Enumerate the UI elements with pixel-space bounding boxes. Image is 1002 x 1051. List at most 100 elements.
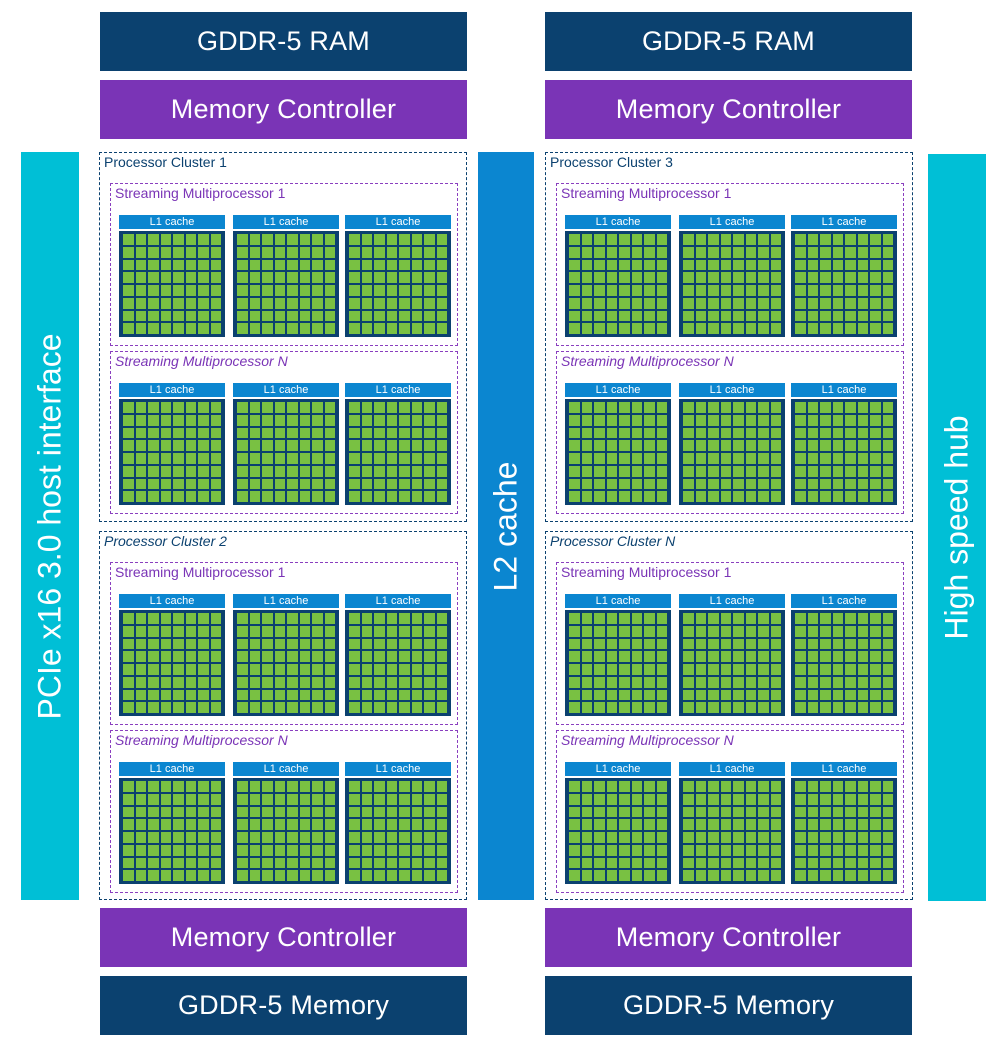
cuda-core	[708, 664, 719, 675]
cuda-core	[135, 465, 146, 477]
cuda-core	[198, 478, 209, 490]
cuda-core	[807, 465, 818, 477]
cuda-core	[845, 246, 856, 258]
cuda-core	[708, 702, 719, 713]
cuda-core	[758, 664, 769, 675]
cuda-core	[606, 402, 617, 413]
cuda-core	[312, 793, 323, 805]
cuda-core	[720, 246, 731, 258]
cuda-core	[845, 478, 856, 490]
cuda-core	[237, 465, 248, 477]
l1-cache: L1 cache	[233, 215, 339, 229]
cuda-core	[324, 259, 335, 271]
cuda-core	[795, 689, 806, 701]
cuda-core	[312, 272, 323, 283]
cuda-core	[745, 832, 756, 843]
cuda-core	[857, 465, 868, 477]
cuda-core	[374, 234, 385, 245]
cuda-core	[424, 689, 435, 701]
cuda-core	[733, 402, 744, 413]
cuda-core	[882, 414, 893, 426]
cuda-core	[160, 664, 171, 675]
cuda-core	[361, 285, 372, 296]
cuda-core	[606, 259, 617, 271]
cuda-core	[299, 259, 310, 271]
cuda-core	[399, 844, 410, 856]
cuda-core	[424, 870, 435, 881]
cuda-core	[745, 272, 756, 283]
cuda-core	[262, 625, 273, 637]
cuda-core	[287, 844, 298, 856]
cuda-core	[349, 638, 360, 650]
cuda-core	[436, 402, 447, 413]
cuda-core	[237, 453, 248, 464]
cuda-core	[882, 702, 893, 713]
cuda-core	[274, 402, 285, 413]
cuda-core	[424, 323, 435, 334]
cuda-core	[374, 323, 385, 334]
cuda-core	[857, 676, 868, 688]
cuda-core	[135, 664, 146, 675]
cuda-core	[569, 414, 580, 426]
cuda-core	[249, 285, 260, 296]
cuda-core	[299, 297, 310, 309]
cuda-core	[312, 819, 323, 830]
cuda-core	[820, 297, 831, 309]
cuda-core	[436, 478, 447, 490]
cuda-core	[287, 310, 298, 322]
cuda-core	[386, 285, 397, 296]
l1-cache: L1 cache	[791, 383, 897, 397]
cuda-core	[274, 453, 285, 464]
cuda-core	[324, 246, 335, 258]
cuda-core	[349, 246, 360, 258]
cuda-core	[758, 625, 769, 637]
cuda-core	[857, 234, 868, 245]
cuda-core	[807, 440, 818, 451]
cuda-core	[173, 664, 184, 675]
cuda-core	[249, 259, 260, 271]
cuda-core	[135, 491, 146, 502]
cuda-core	[695, 285, 706, 296]
cuda-core	[424, 259, 435, 271]
cuda-core	[160, 414, 171, 426]
l1-cache: L1 cache	[233, 383, 339, 397]
cuda-core	[631, 234, 642, 245]
cuda-core	[807, 819, 818, 830]
cuda-core	[832, 793, 843, 805]
cuda-core	[312, 402, 323, 413]
cuda-core	[619, 638, 630, 650]
cuda-core	[210, 832, 221, 843]
cuda-core	[695, 844, 706, 856]
cuda-core	[845, 234, 856, 245]
core-grid	[119, 399, 225, 505]
cuda-core	[123, 297, 134, 309]
cuda-core	[695, 793, 706, 805]
cuda-core	[249, 870, 260, 881]
cuda-core	[581, 819, 592, 830]
cuda-core	[569, 806, 580, 818]
cuda-core	[436, 272, 447, 283]
cuda-core	[656, 323, 667, 334]
cuda-core	[870, 414, 881, 426]
cuda-core	[287, 297, 298, 309]
cuda-core	[720, 440, 731, 451]
cuda-core	[349, 819, 360, 830]
cuda-core	[832, 323, 843, 334]
cuda-core	[299, 478, 310, 490]
cuda-core	[644, 478, 655, 490]
cuda-core	[832, 246, 843, 258]
cuda-core	[857, 259, 868, 271]
cuda-core	[386, 613, 397, 624]
cuda-core	[436, 832, 447, 843]
cuda-core	[312, 664, 323, 675]
cuda-core	[733, 638, 744, 650]
cuda-core	[386, 857, 397, 869]
cuda-core	[644, 870, 655, 881]
cuda-core	[411, 625, 422, 637]
cuda-core	[287, 246, 298, 258]
cuda-core	[411, 689, 422, 701]
cuda-core	[198, 259, 209, 271]
cuda-core	[210, 781, 221, 792]
